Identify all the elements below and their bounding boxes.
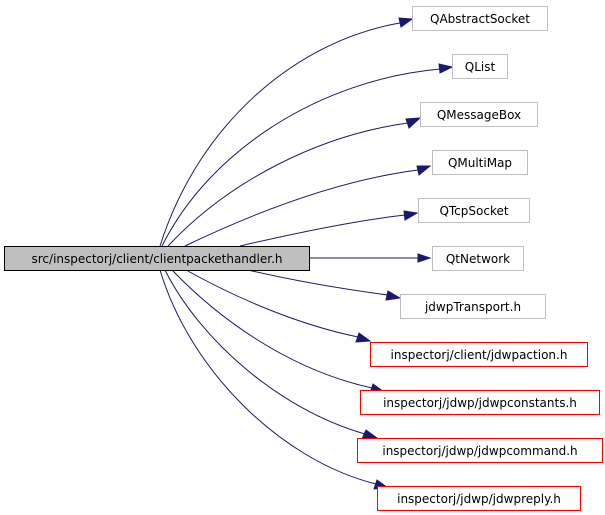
dependency-node-inspectorj-jdwp-jdwpcommand-h[interactable]: inspectorj/jdwp/jdwpcommand.h: [357, 438, 603, 463]
dependency-node-inspectorj-client-jdwpaction-h[interactable]: inspectorj/client/jdwpaction.h: [370, 342, 588, 367]
edge-jdwpaction: [185, 269, 359, 338]
source-node-box: [4, 246, 310, 271]
dependency-node-label: inspectorj/client/jdwpaction.h: [391, 348, 568, 362]
arrowhead-jdwpaction: [355, 332, 372, 343]
dependency-node-box: [357, 438, 603, 463]
dependency-node-label: inspectorj/jdwp/jdwpcommand.h: [382, 444, 577, 458]
dependency-nodes: QAbstractSocketQListQMessageBoxQMultiMap…: [357, 6, 603, 511]
dependency-node-label: QTcpSocket: [439, 204, 508, 218]
edge-jdwptransport: [247, 269, 389, 296]
edge-qmultimap: [184, 169, 419, 247]
dependency-node-qtcpsocket[interactable]: QTcpSocket: [418, 198, 530, 223]
arrowhead-qmultimap: [416, 165, 432, 176]
edge-qlist: [161, 68, 441, 247]
dependency-node-label: QtNetwork: [446, 252, 510, 266]
edge-qtcpsocket: [239, 214, 406, 247]
dependency-node-inspectorj-jdwp-jdwpconstants-h[interactable]: inspectorj/jdwp/jdwpconstants.h: [360, 390, 600, 415]
dependency-node-box: [432, 150, 528, 175]
dependency-node-box: [360, 390, 600, 415]
arrowhead-qlist: [438, 63, 454, 74]
edge-jdwpcommand: [164, 269, 366, 435]
arrowhead-qabstractsocket: [398, 17, 414, 28]
arrowhead-jdwptransport: [385, 290, 402, 301]
dependency-node-box: [412, 6, 548, 31]
arrowhead-qtcpsocket: [403, 210, 419, 221]
dependency-node-box: [420, 102, 538, 127]
dependency-node-box: [432, 246, 524, 271]
dependency-node-box: [370, 342, 588, 367]
dependency-node-label: QList: [465, 60, 496, 74]
edge-jdwpreply: [159, 269, 377, 485]
arrowhead-qtnetwork: [417, 253, 432, 263]
dependency-node-jdwptransport-h[interactable]: jdwpTransport.h: [400, 294, 546, 319]
edge-qabstractsocket: [159, 22, 401, 247]
arrowhead-qmessagebox: [405, 117, 422, 129]
dependency-node-box: [377, 486, 581, 511]
dependency-node-qabstractsocket[interactable]: QAbstractSocket: [412, 6, 548, 31]
dependency-node-label: QMultiMap: [448, 156, 512, 170]
dependency-node-qtnetwork[interactable]: QtNetwork: [432, 246, 524, 271]
dependency-node-label: QAbstractSocket: [430, 12, 530, 26]
dependency-node-label: inspectorj/jdwp/jdwpconstants.h: [383, 396, 577, 410]
dependency-node-label: inspectorj/jdwp/jdwpreply.h: [397, 492, 561, 506]
arrowhead-jdwpcommand: [361, 429, 379, 440]
edge-jdwpconstants: [171, 269, 373, 389]
edge-qmessagebox: [167, 122, 409, 247]
dependency-node-box: [418, 198, 530, 223]
dependency-node-qmessagebox[interactable]: QMessageBox: [420, 102, 538, 127]
dependency-node-inspectorj-jdwp-jdwpreply-h[interactable]: inspectorj/jdwp/jdwpreply.h: [377, 486, 581, 511]
dependency-node-label: jdwpTransport.h: [424, 300, 521, 314]
dependency-node-qmultimap[interactable]: QMultiMap: [432, 150, 528, 175]
dependency-node-label: QMessageBox: [437, 108, 521, 122]
source-node[interactable]: src/inspectorj/client/clientpackethandle…: [4, 246, 310, 271]
dependency-node-box: [400, 294, 546, 319]
dependency-node-qlist[interactable]: QList: [452, 54, 508, 79]
edges: [159, 17, 454, 490]
dependency-node-box: [452, 54, 508, 79]
source-node-label: src/inspectorj/client/clientpackethandle…: [32, 252, 283, 266]
